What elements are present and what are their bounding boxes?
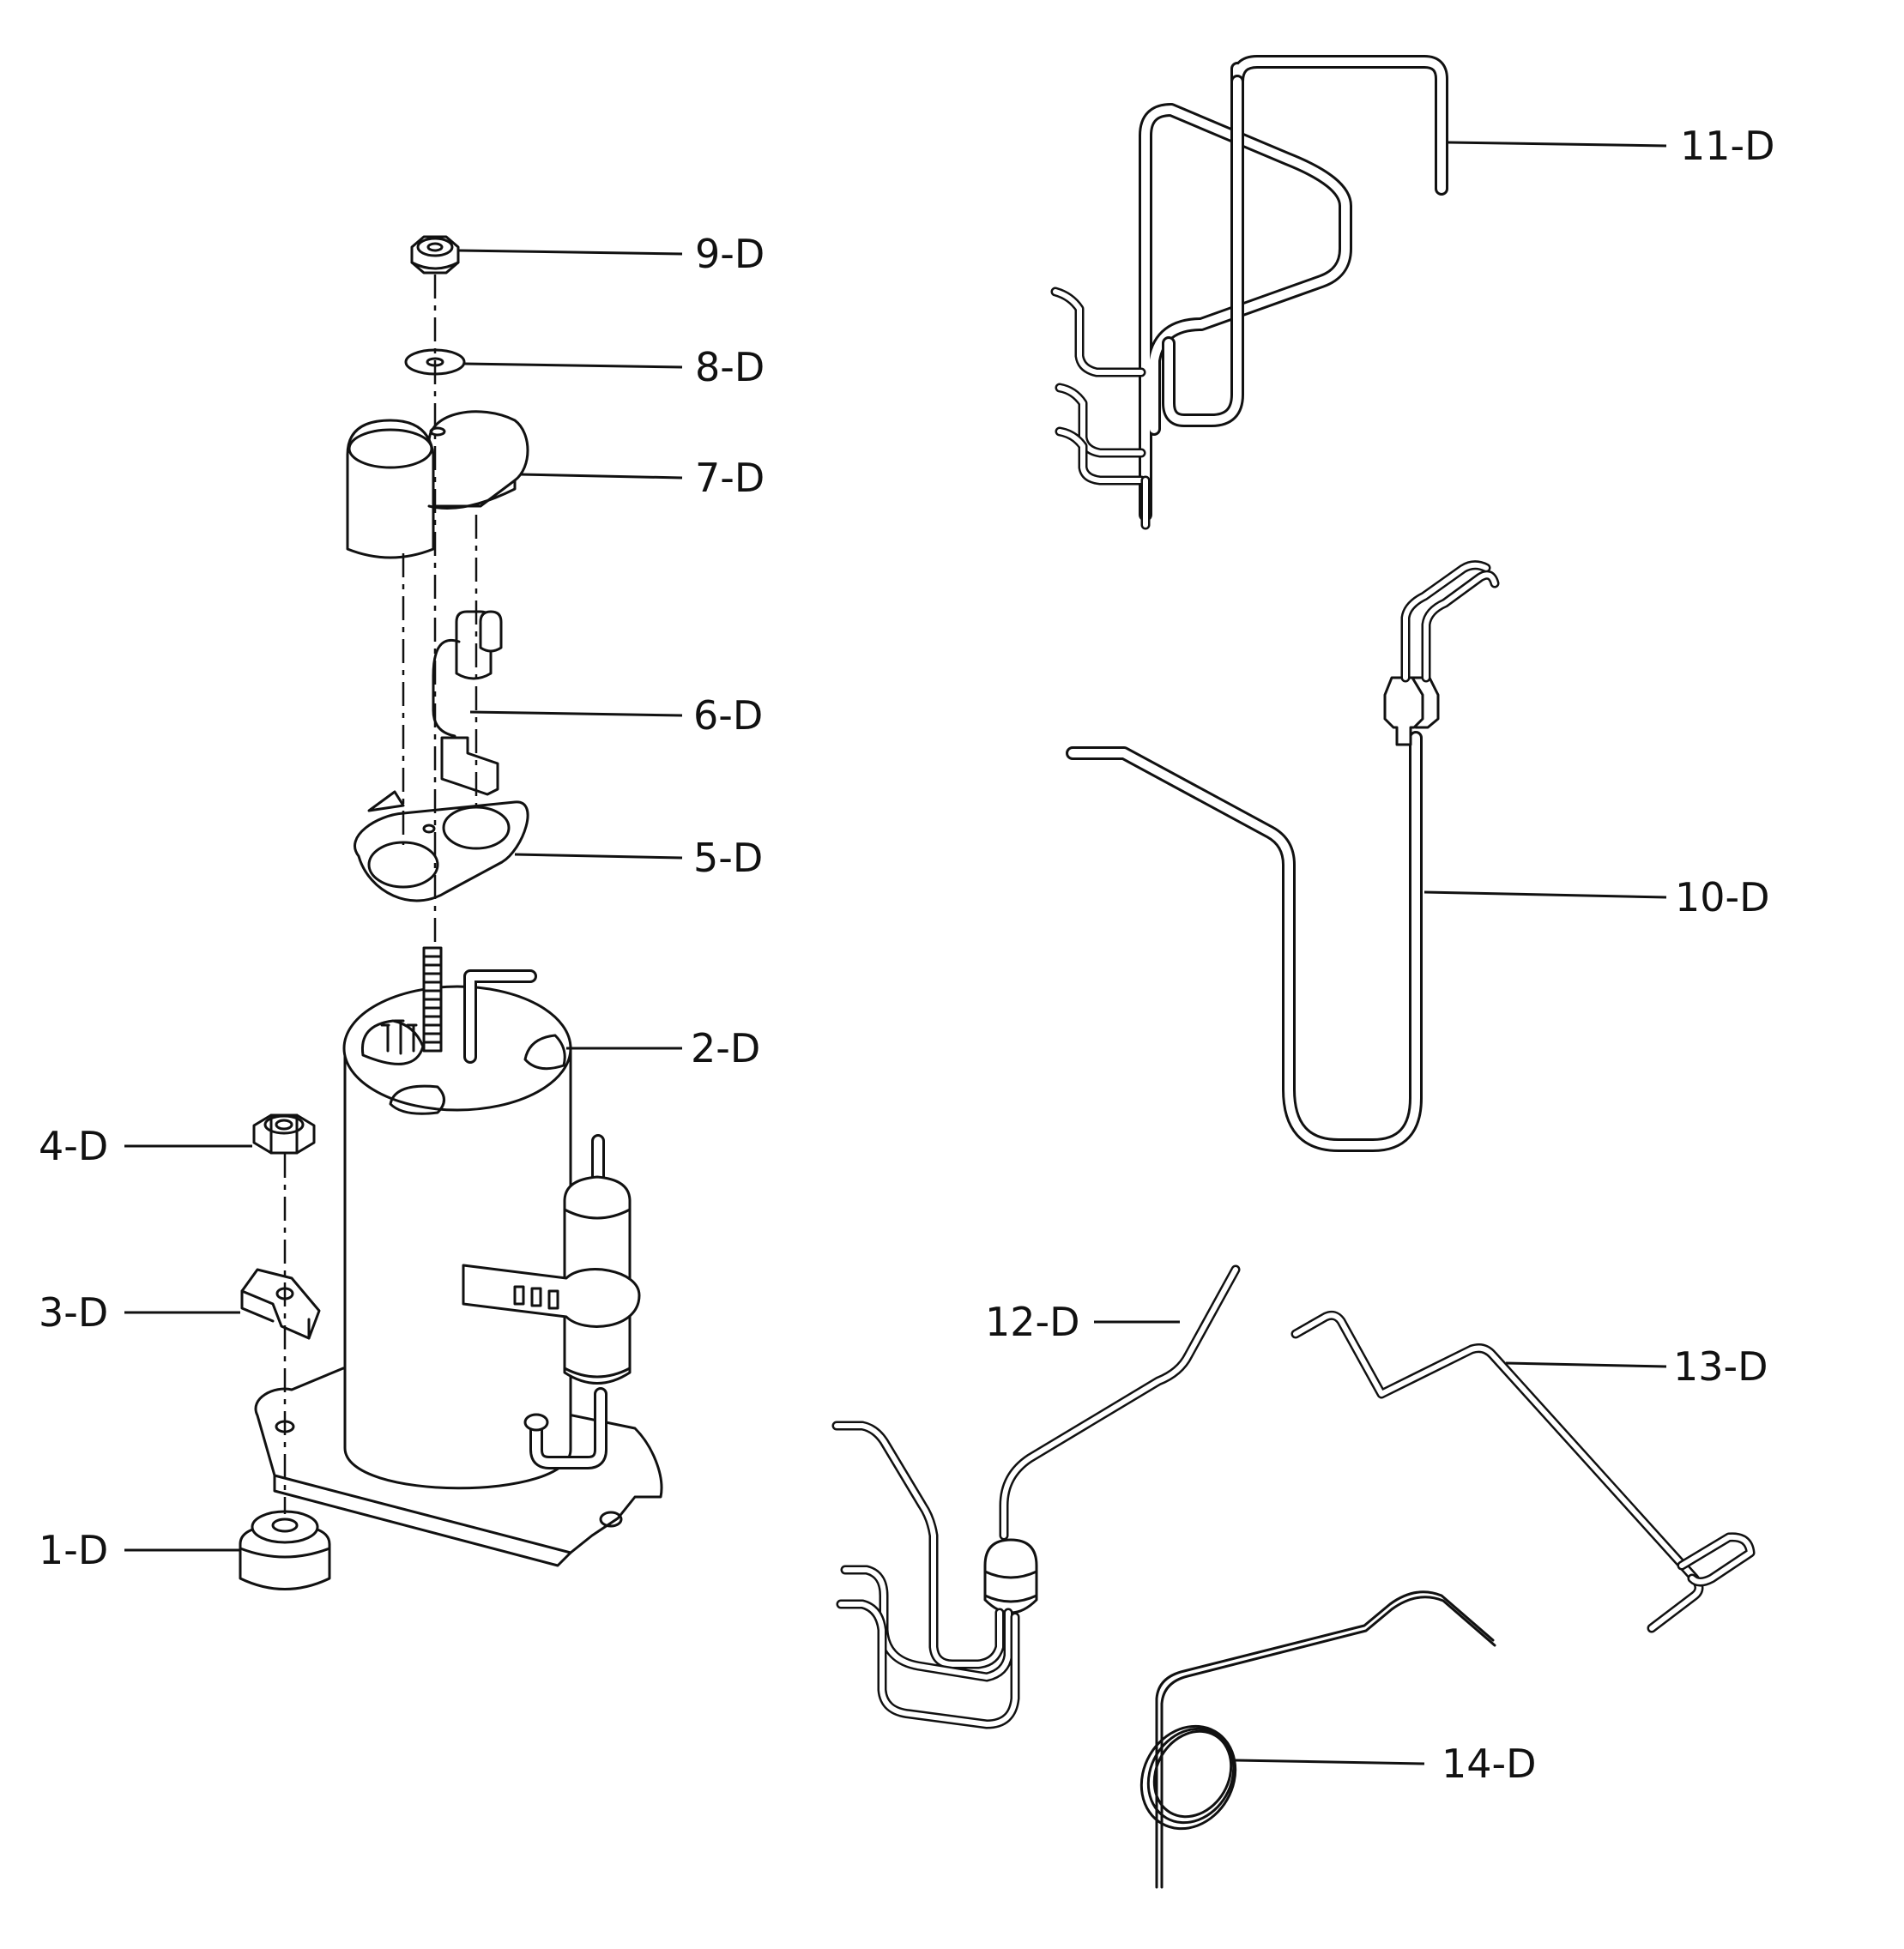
- label-2d: 2-D: [691, 1025, 760, 1071]
- part-10d-tube: [1066, 560, 1500, 1152]
- leader-7d: [519, 473, 683, 480]
- part-5d-gasket: [354, 790, 529, 902]
- part-3d-bracket: [240, 1268, 321, 1340]
- label-9d: 9-D: [695, 231, 765, 277]
- leader-14d: [1235, 1759, 1425, 1765]
- part-13d-tube: [1290, 1310, 1756, 1633]
- part-7d-terminal-cover: [346, 410, 529, 559]
- part-11d-tube: [1050, 55, 1448, 530]
- part-9d-nut: [410, 235, 460, 275]
- leader-9d: [458, 249, 683, 256]
- label-4d: 4-D: [39, 1123, 108, 1169]
- leader-5d: [514, 853, 683, 860]
- label-12d: 12-D: [985, 1299, 1080, 1345]
- label-8d: 8-D: [695, 344, 765, 390]
- label-7d: 7-D: [695, 455, 765, 501]
- label-5d: 5-D: [693, 835, 763, 881]
- leader-8d: [463, 362, 683, 369]
- part-2d-compressor: [254, 946, 663, 1567]
- leader-6d: [469, 710, 683, 717]
- label-6d: 6-D: [693, 692, 763, 739]
- part-4d-nut: [252, 1113, 316, 1155]
- label-13d: 13-D: [1673, 1343, 1768, 1390]
- leader-11d: [1448, 141, 1667, 148]
- part-12d-tube: [831, 1264, 1241, 1729]
- label-1d: 1-D: [39, 1527, 108, 1573]
- part-6d-overload-protector: [432, 610, 503, 796]
- part-1d-grommet: [239, 1510, 331, 1590]
- label-10d: 10-D: [1675, 874, 1770, 920]
- label-3d: 3-D: [39, 1289, 108, 1336]
- part-14d-capillary: [1139, 1590, 1496, 1889]
- leader-13d: [1505, 1361, 1667, 1368]
- label-11d: 11-D: [1680, 123, 1775, 169]
- leader-10d: [1423, 890, 1667, 899]
- label-14d: 14-D: [1442, 1741, 1537, 1787]
